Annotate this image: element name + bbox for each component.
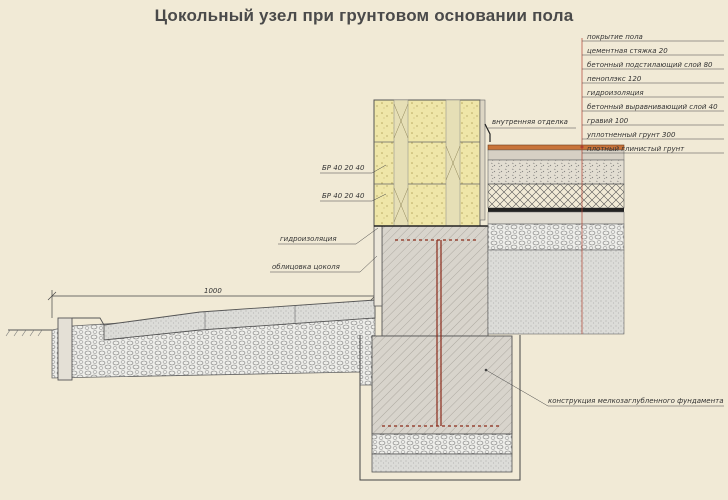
- plinth-cladding: [373, 225, 383, 307]
- plinth-cladding-label: облицовка цоколя: [272, 263, 340, 271]
- rebar: [382, 239, 500, 427]
- layer-label: гравий 100: [587, 117, 629, 125]
- layer-label: гидроизоляция: [587, 89, 644, 97]
- layer-label: покрытие пола: [587, 33, 643, 41]
- diagram-title: Цокольный узел при грунтовом основании п…: [154, 6, 574, 25]
- foundation-label: конструкция мелкозаглубленного фундамент…: [548, 397, 724, 405]
- block-label-lower: БР 40 20 40: [322, 192, 365, 200]
- layer-label: бетонный подстилающий слой 80: [587, 61, 713, 69]
- block-label-upper: БР 40 20 40: [322, 164, 365, 172]
- layer-label: плотный глинистый грунт: [587, 145, 685, 153]
- foundation-trench: [359, 335, 521, 481]
- shallow-foundation: [371, 225, 513, 473]
- layer-label: цементная стяжка 20: [587, 47, 668, 55]
- blind-area-slab: [103, 299, 376, 341]
- edge-curb: [57, 317, 73, 381]
- waterproofing-label: гидроизоляция: [280, 235, 337, 243]
- interior-finish: [479, 99, 486, 221]
- layer-label: уплотненный грунт 300: [586, 131, 676, 139]
- dimension-label: 1000: [204, 287, 222, 295]
- ground-line: [5, 329, 52, 337]
- floor-layer-labels: покрытие пола цементная стяжка 20 бетонн…: [582, 33, 724, 154]
- floor-layers: [487, 144, 625, 335]
- interior-finish-label: внутренняя отделка: [492, 118, 568, 126]
- layer-label: пеноплэкс 120: [587, 75, 642, 83]
- layer-label: бетонный выравнивающий слой 40: [587, 103, 718, 111]
- block-wall: [373, 99, 481, 227]
